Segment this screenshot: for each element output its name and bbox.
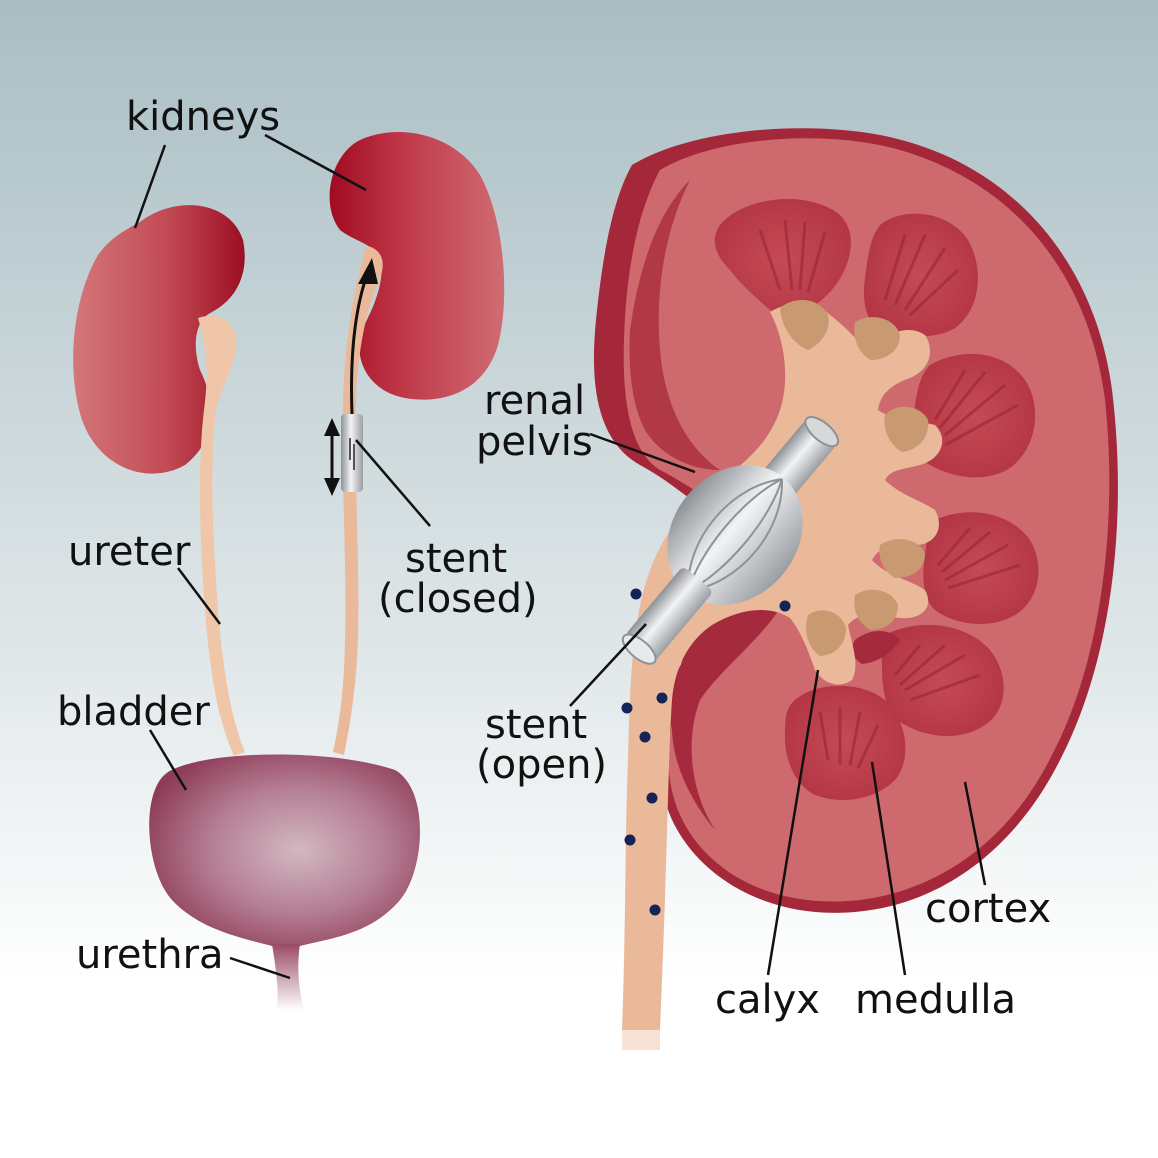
right-kidney [329, 132, 505, 400]
medulla-striations [758, 219, 1021, 769]
left-kidney [73, 205, 245, 474]
renal-pelvis-label-line2: pelvis [476, 419, 593, 465]
right-ureter [333, 246, 383, 755]
open-stent [621, 415, 840, 665]
stent-path-arrow [350, 258, 378, 415]
leader-lines [133, 133, 987, 980]
kidneys-label: kidneys [126, 94, 280, 140]
labels: kidneys ureter bladder urethra stent (cl… [57, 94, 1051, 1023]
calyx-leader [766, 669, 820, 976]
bladder-label: bladder [57, 689, 210, 735]
stent-open-leader [569, 623, 647, 707]
calyces [780, 299, 929, 656]
bladder-leader [148, 729, 188, 791]
ureter-label: ureter [68, 529, 191, 575]
cortex-label: cortex [925, 886, 1051, 932]
closed-stent [341, 414, 363, 492]
stent-open-label-line2: (open) [476, 742, 607, 788]
left-ureter [198, 315, 245, 756]
ureter-leader [177, 567, 221, 625]
calyx-label: calyx [715, 977, 820, 1023]
renal-pelvis-label-line1: renal [484, 378, 585, 424]
renal-pelvis-leader [589, 432, 696, 474]
stent-closed-leader [355, 439, 431, 527]
stent-motion-arrow [324, 418, 340, 496]
urine-droplets [621, 588, 791, 916]
kidneys-leader-right [264, 133, 367, 192]
kidneys-leader-left [133, 144, 167, 229]
urethra-leader [229, 956, 291, 980]
renal-pelvis [622, 303, 943, 1050]
medulla-leader [870, 761, 907, 976]
stent-open-label-line1: stent [485, 702, 587, 748]
cortex-leader [963, 781, 987, 886]
stent-closed-label-line2: (closed) [378, 576, 538, 622]
stent-closed-label-line1: stent [405, 536, 507, 582]
medulla-label: medulla [855, 977, 1016, 1023]
urethra-label: urethra [76, 932, 224, 978]
